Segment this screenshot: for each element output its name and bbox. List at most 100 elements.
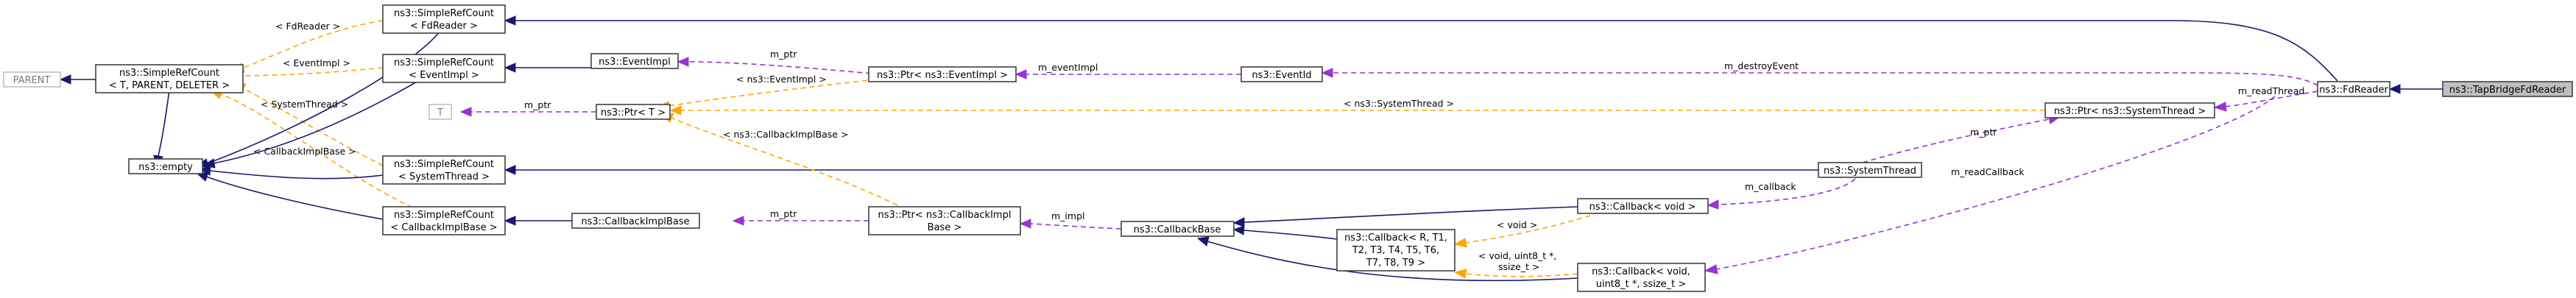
edge-simplerefcount-callbackimplbase-to-empty <box>196 171 384 220</box>
node-parent[interactable]: PARENT <box>3 71 61 88</box>
edge-fdreader-m-readthread: m_readThread <box>2213 85 2318 112</box>
svg-text:ns3::SimpleRefCount: ns3::SimpleRefCount <box>394 57 494 68</box>
svg-text:ns3::FdReader: ns3::FdReader <box>2319 85 2388 96</box>
svg-text:Base >: Base > <box>928 222 962 233</box>
node-callback-generic[interactable]: ns3::Callback< R, T1, T2, T3, T4, T5, T6… <box>1336 229 1455 272</box>
svg-text:ns3::Ptr< ns3::CallbackImpl: ns3::Ptr< ns3::CallbackImpl <box>878 210 1012 221</box>
svg-text:ns3::Callback< void,: ns3::Callback< void, <box>1592 266 1690 277</box>
node-simplerefcount-systemthread[interactable]: ns3::SimpleRefCount < SystemThread > <box>382 155 506 185</box>
edge-ptr-callbackimplbase-template: < ns3::CallbackImplBase > <box>661 113 914 214</box>
edge-label-m-readcallback: m_readCallback <box>1951 166 2025 177</box>
svg-text:ns3::SimpleRefCount: ns3::SimpleRefCount <box>394 210 494 221</box>
svg-text:ns3::Ptr< ns3::EventImpl >: ns3::Ptr< ns3::EventImpl > <box>877 70 1008 81</box>
svg-text:uint8_t *, ssize_t >: uint8_t *, ssize_t > <box>1596 279 1687 290</box>
edge-tapbridgefdreader-to-fdreader <box>2388 84 2443 94</box>
edge-label-m-eventimpl: m_eventImpl <box>1038 62 1098 73</box>
edge-systemthread-m-callback: m_callback <box>1707 178 1856 210</box>
edge-callback-void-template: < void > <box>1453 215 1591 248</box>
edge-label-fdreader: < FdReader > <box>275 21 340 32</box>
node-eventimpl[interactable]: ns3::EventImpl <box>590 53 679 69</box>
edge-eventimpl-to-simplerefcount <box>504 63 591 73</box>
edge-label-m-callback: m_callback <box>1745 181 1796 192</box>
svg-text:ns3::Ptr< ns3::SystemThread >: ns3::Ptr< ns3::SystemThread > <box>2054 106 2206 117</box>
node-ptr-eventimpl[interactable]: ns3::Ptr< ns3::EventImpl > <box>868 66 1017 82</box>
svg-text:< EventImpl >: < EventImpl > <box>409 70 479 81</box>
edge-fdreader-m-destroyevent: m_destroyEvent <box>1321 60 2318 86</box>
svg-text:T2, T3, T4, T5, T6,: T2, T3, T4, T5, T6, <box>1352 245 1439 256</box>
edge-eventid-m-eventimpl: m_eventImpl <box>1014 62 1241 79</box>
edge-ptr-t-m-ptr: m_ptr <box>459 99 596 117</box>
edge-ptr-eventimpl-m-ptr: m_ptr <box>677 49 881 75</box>
svg-text:ns3::TapBridgeFdReader: ns3::TapBridgeFdReader <box>2449 85 2566 96</box>
edge-callback-void-to-callbackbase <box>1232 206 1578 227</box>
svg-text:ns3::CallbackBase: ns3::CallbackBase <box>1134 224 1221 235</box>
edge-label-m-ptr-systemthread: m_ptr <box>1970 127 1997 138</box>
node-simplerefcount-eventimpl[interactable]: ns3::SimpleRefCount < EventImpl > <box>382 54 506 83</box>
edge-callback-void-uint8-template: < void, uint8_t *, ssize_t > <box>1453 250 1578 279</box>
edge-label-void-tmpl: < void > <box>1497 219 1537 230</box>
edge-ptr-callbackimplbase-m-ptr: m_ptr <box>732 208 869 226</box>
edge-label-m-ptr-callbackimplbase: m_ptr <box>770 208 797 219</box>
edge-label-eventimpl: < EventImpl > <box>283 57 350 68</box>
edge-label-m-ptr-eventimpl: m_ptr <box>770 49 797 60</box>
svg-text:ns3::SimpleRefCount: ns3::SimpleRefCount <box>119 68 219 79</box>
edge-ptr-systemthread-m-ptr: m_ptr <box>1862 114 2060 163</box>
node-tapbridgefdreader[interactable]: ns3::TapBridgeFdReader <box>2442 81 2573 97</box>
node-eventid[interactable]: ns3::EventId <box>1241 66 1323 82</box>
svg-text:ns3::Callback< R, T1,: ns3::Callback< R, T1, <box>1344 233 1447 244</box>
edge-simplerefcount-eventimpl-template: < EventImpl > <box>231 57 384 81</box>
node-callbackimplbase[interactable]: ns3::CallbackImplBase <box>571 213 700 229</box>
svg-text:ns3::EventImpl: ns3::EventImpl <box>599 57 671 68</box>
edge-label-void-uint8-tmpl-2: ssize_t > <box>1498 261 1539 272</box>
edge-label-m-destroyevent: m_destroyEvent <box>1724 60 1799 71</box>
edge-label-ptr-callbackimplbase-tmpl: < ns3::CallbackImplBase > <box>723 129 848 140</box>
edge-ptr-systemthread-template: < ns3::SystemThread > <box>669 98 2045 116</box>
node-systemthread[interactable]: ns3::SystemThread <box>1818 162 1922 178</box>
edge-label-ptr-eventimpl-tmpl: < ns3::EventImpl > <box>736 74 827 85</box>
node-ptr-t[interactable]: ns3::Ptr< T > <box>596 104 671 120</box>
edge-callbackbase-m-impl: m_impl <box>1019 210 1122 230</box>
svg-text:ns3::SystemThread: ns3::SystemThread <box>1824 166 1916 177</box>
svg-text:< CallbackImplBase >: < CallbackImplBase > <box>390 222 497 233</box>
svg-text:PARENT: PARENT <box>13 75 51 86</box>
svg-text:T: T <box>437 107 443 118</box>
node-simplerefcount-generic[interactable]: ns3::SimpleRefCount < T, PARENT, DELETER… <box>95 64 244 93</box>
edge-ptr-eventimpl-template: < ns3::EventImpl > <box>657 74 877 111</box>
svg-text:ns3::SimpleRefCount: ns3::SimpleRefCount <box>394 159 494 170</box>
edge-label-m-readthread: m_readThread <box>2238 85 2304 96</box>
node-empty[interactable]: ns3::empty <box>128 158 203 174</box>
svg-text:< T, PARENT, DELETER >: < T, PARENT, DELETER > <box>109 80 230 91</box>
svg-text:T7, T8, T9 >: T7, T8, T9 > <box>1366 258 1425 269</box>
edge-fdreader-m-readcallback: m_readCallback <box>1704 96 2276 274</box>
edge-label-ptr-systemthread-tmpl: < ns3::SystemThread > <box>1344 98 1454 109</box>
edge-simplerefcount-to-empty <box>153 89 170 168</box>
node-simplerefcount-fdreader[interactable]: ns3::SimpleRefCount < FdReader > <box>382 4 506 34</box>
node-callback-void[interactable]: ns3::Callback< void > <box>1577 198 1709 214</box>
edge-simplerefcount-systemthread-to-empty <box>199 166 384 180</box>
edge-callback-generic-to-callbackbase <box>1232 225 1338 240</box>
svg-text:ns3::Ptr< T >: ns3::Ptr< T > <box>601 107 666 118</box>
edge-label-m-impl: m_impl <box>1051 210 1084 221</box>
edge-label-callbackimplbase: < CallbackImplBase > <box>253 146 356 157</box>
edge-systemthread-to-simplerefcount <box>504 165 1818 175</box>
edge-simplerefcount-to-parent <box>59 74 96 85</box>
edge-fdreader-to-simplerefcount-fdreader <box>504 15 2338 82</box>
node-callbackbase[interactable]: ns3::CallbackBase <box>1121 221 1235 237</box>
node-fdreader[interactable]: ns3::FdReader <box>2317 81 2390 97</box>
node-ptr-systemthread[interactable]: ns3::Ptr< ns3::SystemThread > <box>2044 102 2215 118</box>
edge-callbackimplbase-to-simplerefcount <box>504 216 572 226</box>
node-t[interactable]: T <box>428 104 452 120</box>
edge-label-m-ptr-t: m_ptr <box>524 99 551 110</box>
edge-label-void-uint8-tmpl-1: < void, uint8_t *, <box>1478 250 1556 261</box>
svg-text:ns3::Callback< void >: ns3::Callback< void > <box>1589 202 1696 213</box>
svg-text:< FdReader >: < FdReader > <box>410 21 478 32</box>
svg-text:ns3::CallbackImplBase: ns3::CallbackImplBase <box>581 216 689 227</box>
node-ptr-callbackimplbase[interactable]: ns3::Ptr< ns3::CallbackImpl Base > <box>868 206 1021 235</box>
svg-text:ns3::empty: ns3::empty <box>138 162 193 173</box>
node-callback-void-uint8[interactable]: ns3::Callback< void, uint8_t *, ssize_t … <box>1577 263 1706 292</box>
node-simplerefcount-callbackimplbase[interactable]: ns3::SimpleRefCount < CallbackImplBase > <box>382 206 506 235</box>
edge-callback-void-uint8-to-callbackbase <box>1196 236 1578 282</box>
svg-text:ns3::SimpleRefCount: ns3::SimpleRefCount <box>394 8 494 19</box>
svg-text:ns3::EventId: ns3::EventId <box>1252 70 1311 81</box>
